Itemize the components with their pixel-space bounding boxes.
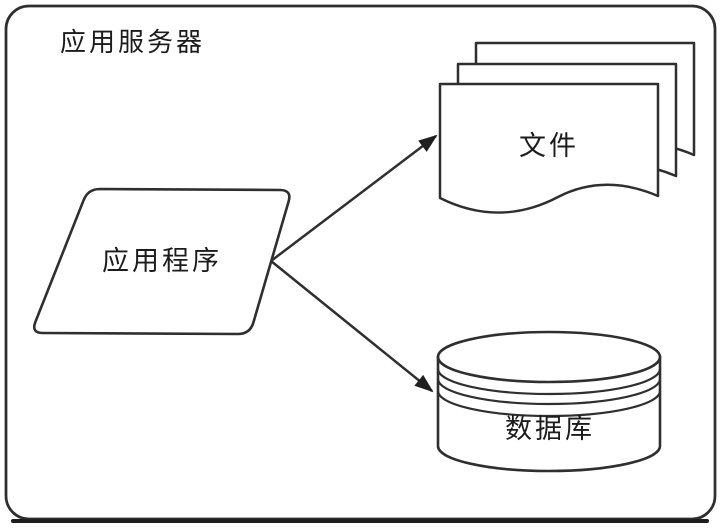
document-sheet-front: [438, 82, 660, 214]
files-node-shape: [438, 41, 696, 214]
cylinder-top: [436, 330, 662, 384]
database-node-label: 数据库: [505, 414, 595, 445]
cylinder-disc-line: [436, 368, 662, 396]
files-node-label: 文件: [519, 131, 579, 162]
cylinder-body: [436, 355, 662, 473]
database-node-shape: [436, 330, 662, 473]
cylinder-disc-line: [436, 378, 662, 406]
arrow-application-to-files: [270, 134, 438, 262]
application-node-shape: [32, 187, 291, 336]
server-boundary-label: 应用服务器: [60, 28, 206, 58]
cylinder-disc-line: [436, 390, 662, 418]
application-node-label: 应用程序: [102, 246, 222, 277]
arrow-application-to-database: [270, 260, 434, 393]
